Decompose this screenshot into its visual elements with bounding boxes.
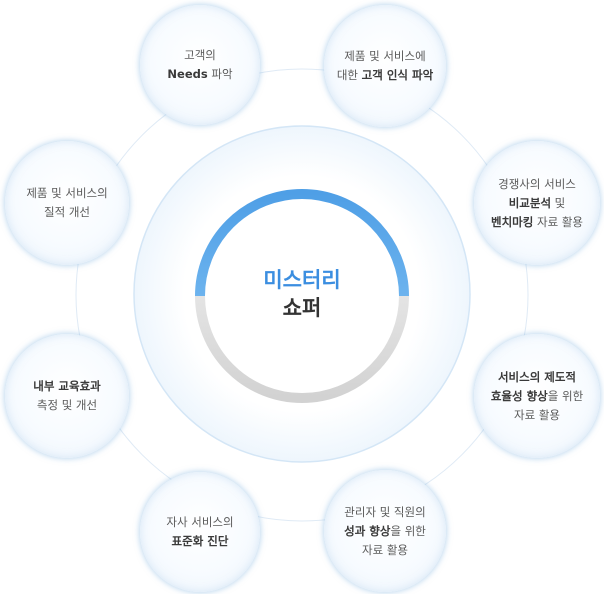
- node-service-efficiency: 서비스의 제도적 효율성 향상을 위한 자료 활용: [474, 334, 600, 458]
- node-standardization: 자사 서비스의 표준화 진단: [140, 472, 260, 592]
- node-customer-needs-rest: 파악: [207, 67, 233, 81]
- node-customer-needs-bold: Needs: [167, 67, 208, 81]
- node-service-efficiency-line3: 자료 활용: [514, 407, 560, 422]
- outer-ring: [75, 68, 529, 522]
- node-competitor-benchmark-line1: 경쟁사의 서비스: [498, 176, 576, 191]
- center-subtitle: 쇼퍼: [282, 296, 322, 320]
- center-disc: [201, 193, 403, 395]
- node-customer-perception-line1: 제품 및 서비스에: [344, 49, 426, 63]
- node-competitor-benchmark-bold1: 비교분석: [508, 195, 552, 210]
- node-staff-performance: 관리자 및 직원의 성과 향상을 위한 자료 활용: [324, 470, 446, 592]
- center-title: 미스터리: [263, 268, 341, 292]
- node-staff-performance-bold: 성과 향상: [344, 523, 391, 538]
- node-competitor-benchmark-rest1: 및: [551, 195, 566, 210]
- node-service-efficiency-bold: 효율성 향상: [490, 388, 548, 403]
- node-internal-training-bold: 내부 교육효과: [33, 379, 101, 393]
- node-customer-needs: 고객의 Needs 파악: [140, 5, 260, 125]
- node-quality-improvement: 제품 및 서비스의 질적 개선: [5, 141, 129, 265]
- node-staff-performance-rest: 을 위한: [390, 523, 426, 538]
- node-customer-needs-line1: 고객의: [184, 48, 216, 62]
- center-blue-arc: [195, 189, 409, 297]
- node-service-efficiency-line1: 서비스의 제도적: [497, 369, 577, 384]
- node-quality-improvement-line2: 질적 개선: [44, 205, 90, 219]
- node-staff-performance-line3: 자료 활용: [362, 542, 408, 557]
- node-internal-training: 내부 교육효과 측정 및 개선: [5, 334, 129, 458]
- node-internal-training-line2: 측정 및 개선: [36, 398, 98, 412]
- node-quality-improvement-line1: 제품 및 서비스의: [26, 186, 108, 200]
- node-standardization-bold: 표준화 진단: [171, 534, 229, 548]
- node-service-efficiency-rest: 을 위한: [547, 388, 584, 403]
- node-staff-performance-line1: 관리자 및 직원의: [344, 504, 426, 519]
- node-standardization-line1: 자사 서비스의: [166, 515, 234, 529]
- node-customer-perception: 제품 및 서비스에 대한 고객 인식 파악: [324, 5, 446, 127]
- node-competitor-benchmark: 경쟁사의 서비스 비교분석 및 벤치마킹 자료 활용: [474, 141, 600, 265]
- node-customer-perception-pre: 대한: [336, 68, 362, 82]
- center-label: 미스터리 쇼퍼: [242, 266, 362, 322]
- node-competitor-benchmark-rest2: 자료 활용: [533, 214, 583, 229]
- node-customer-perception-bold: 고객 인식 파악: [361, 68, 434, 82]
- node-competitor-benchmark-bold2: 벤치마킹: [491, 214, 534, 229]
- center-gray-arc: [195, 295, 409, 403]
